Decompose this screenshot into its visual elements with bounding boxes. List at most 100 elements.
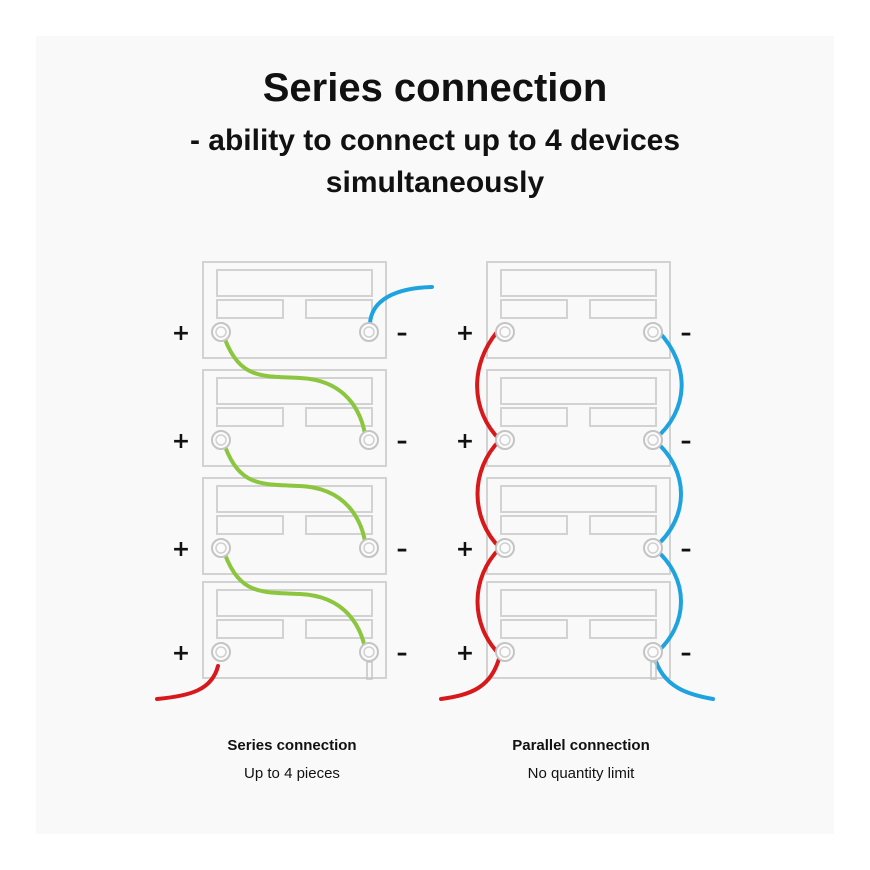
terminal-inner-ring (215, 434, 227, 446)
parallel-positive-terminal-2 (495, 430, 515, 450)
terminal-inner-ring (647, 326, 659, 338)
minus-sign: – (681, 537, 692, 562)
device-left-slot (216, 299, 284, 319)
device-body (486, 581, 671, 679)
device-right-slot (589, 407, 657, 427)
parallel-device-stack (486, 261, 671, 679)
minus-sign: – (397, 321, 408, 346)
series-device-2 (202, 369, 387, 467)
series-positive-terminal-1 (211, 322, 231, 342)
terminal-inner-ring (499, 542, 511, 554)
device-body (486, 477, 671, 575)
terminal-post (366, 661, 373, 680)
diagram-panel (36, 36, 834, 834)
device-right-slot (305, 515, 373, 535)
plus-sign: + (172, 641, 190, 666)
parallel-caption-title: Parallel connection (512, 737, 650, 754)
terminal-inner-ring (647, 434, 659, 446)
device-right-slot (305, 299, 373, 319)
parallel-caption-subtitle: No quantity limit (527, 765, 635, 782)
series-negative-terminal-2 (359, 430, 379, 450)
device-body (202, 261, 387, 359)
device-right-slot (589, 299, 657, 319)
device-body (202, 477, 387, 575)
plus-sign: + (456, 641, 474, 666)
terminal-inner-ring (215, 646, 227, 658)
series-caption-subtitle: Up to 4 pieces (244, 765, 340, 782)
device-body (202, 369, 387, 467)
series-positive-terminal-3 (211, 538, 231, 558)
parallel-device-4 (486, 581, 671, 679)
device-body (486, 261, 671, 359)
parallel-positive-terminal-4 (495, 642, 515, 662)
device-left-slot (500, 407, 568, 427)
plus-sign: + (172, 321, 190, 346)
plus-sign: + (172, 537, 190, 562)
terminal-inner-ring (215, 542, 227, 554)
minus-sign: – (397, 429, 408, 454)
terminal-inner-ring (499, 434, 511, 446)
terminal-inner-ring (499, 326, 511, 338)
series-negative-terminal-1 (359, 322, 379, 342)
parallel-negative-terminal-3 (643, 538, 663, 558)
minus-sign: – (397, 641, 408, 666)
series-device-4 (202, 581, 387, 679)
terminal-inner-ring (647, 646, 659, 658)
terminals (211, 322, 663, 680)
series-link-wire-1 (220, 329, 368, 442)
device-display-panel (500, 589, 657, 617)
series-positive-lead-wire (155, 664, 220, 701)
series-negative-terminal-4 (359, 642, 379, 662)
terminal-inner-ring (363, 434, 375, 446)
parallel-device-1 (486, 261, 671, 359)
device-display-panel (216, 589, 373, 617)
series-wires (155, 285, 434, 701)
device-right-slot (305, 407, 373, 427)
parallel-negative-terminal-2 (643, 430, 663, 450)
minus-sign: – (681, 641, 692, 666)
terminal-post (650, 661, 657, 680)
parallel-device-2 (486, 369, 671, 467)
device-body (486, 369, 671, 467)
device-display-panel (500, 377, 657, 405)
subtitle-line-2: simultaneously (325, 166, 545, 199)
plus-sign: + (456, 429, 474, 454)
device-right-slot (589, 515, 657, 535)
minus-sign: – (681, 321, 692, 346)
parallel-positive-terminal-1 (495, 322, 515, 342)
device-left-slot (500, 515, 568, 535)
series-caption-title: Series connection (227, 737, 357, 754)
parallel-device-3 (486, 477, 671, 575)
device-left-slot (500, 619, 568, 639)
page-title: Series connection (262, 66, 608, 110)
series-device-1 (202, 261, 387, 359)
device-body (202, 581, 387, 679)
device-left-slot (500, 299, 568, 319)
parallel-negative-terminal-1 (643, 322, 663, 342)
subtitle-line-1: - ability to connect up to 4 devices (189, 124, 681, 157)
plus-sign: + (456, 321, 474, 346)
series-link-wire-2 (220, 436, 368, 549)
device-display-panel (216, 269, 373, 297)
series-link-wire-3 (220, 544, 368, 656)
minus-sign: – (397, 537, 408, 562)
parallel-wires (439, 330, 715, 701)
device-display-panel (500, 269, 657, 297)
device-right-slot (589, 619, 657, 639)
terminal-inner-ring (499, 646, 511, 658)
plus-sign: + (456, 537, 474, 562)
terminal-inner-ring (647, 542, 659, 554)
series-negative-terminal-3 (359, 538, 379, 558)
terminal-inner-ring (363, 542, 375, 554)
polarity-signs: +–+–+–+–+–+–+–+– (172, 321, 692, 666)
terminal-inner-ring (215, 326, 227, 338)
device-left-slot (216, 407, 284, 427)
device-display-panel (500, 485, 657, 513)
series-device-stack (202, 261, 387, 679)
terminal-inner-ring (363, 646, 375, 658)
series-negative-lead-wire (368, 285, 434, 325)
device-right-slot (305, 619, 373, 639)
plus-sign: + (172, 429, 190, 454)
parallel-positive-terminal-3 (495, 538, 515, 558)
